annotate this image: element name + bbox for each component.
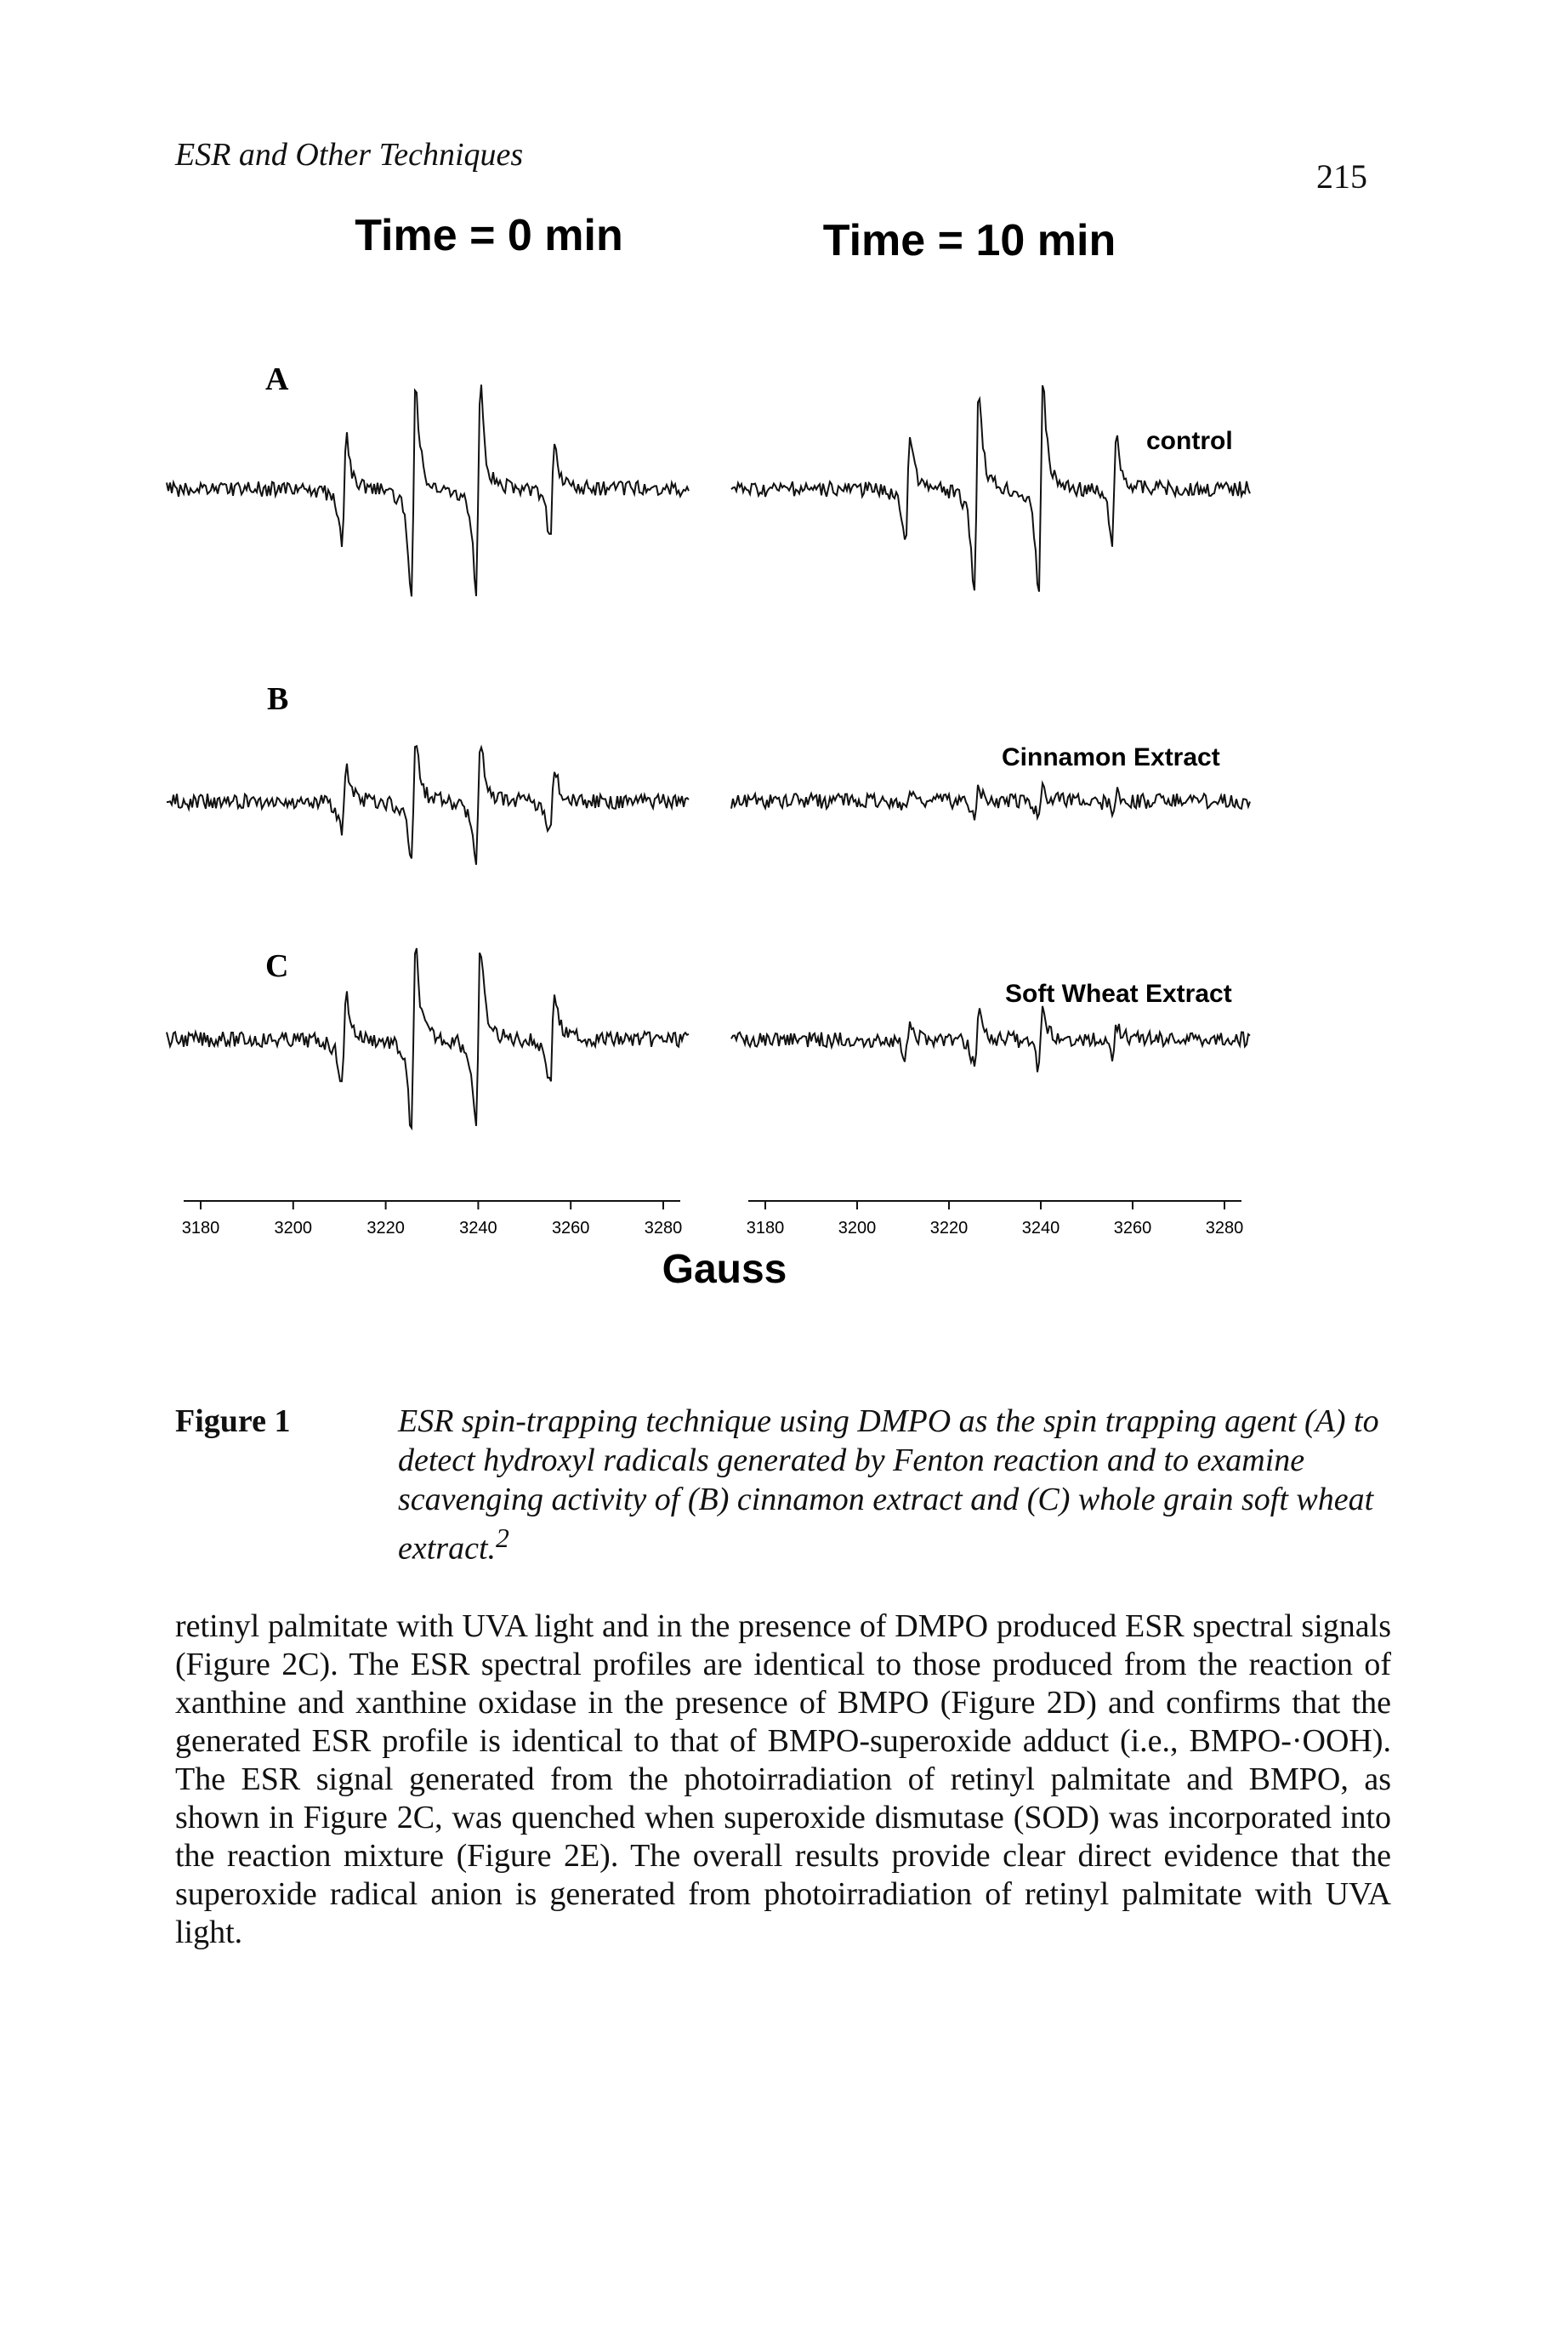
caption-label: Figure 1	[175, 1403, 291, 1439]
spectrum-traces	[166, 384, 1251, 1131]
x-tick-label-0-5: 3280	[645, 1219, 683, 1238]
running-head: ESR and Other Techniques	[175, 137, 524, 173]
x-axis-unit: Gauss	[662, 1247, 787, 1292]
spectrum-trace-t0-b	[166, 744, 690, 865]
x-tick-label-0-4: 3260	[552, 1219, 590, 1238]
spectrum-trace-t10-c	[730, 1005, 1251, 1073]
x-tick-label-1-2: 3220	[930, 1219, 969, 1238]
x-tick-label-1-0: 3180	[747, 1219, 785, 1238]
x-tick-label-0-3: 3240	[459, 1219, 497, 1238]
esr-figure: Time = 0 min Time = 10 min A B C control…	[166, 211, 1251, 1292]
spectrum-trace-t0-c	[166, 947, 690, 1131]
caption-text: ESR spin-trapping technique using DMPO a…	[398, 1402, 1393, 1568]
row-label-a: A	[265, 361, 289, 397]
row-label-c: C	[265, 948, 288, 984]
x-tick-label-1-1: 3200	[838, 1219, 877, 1238]
row-label-b: B	[267, 681, 288, 717]
column-title-1: Time = 10 min	[823, 216, 1116, 265]
trace-label-control: control	[1146, 427, 1233, 455]
trace-label-soft-wheat: Soft Wheat Extract	[1005, 980, 1232, 1008]
caption-body: ESR spin-trapping technique using DMPO a…	[398, 1403, 1379, 1567]
column-title-0: Time = 0 min	[355, 211, 623, 260]
page-number: 215	[1316, 157, 1367, 196]
spectrum-trace-t10-b	[730, 780, 1251, 822]
body-paragraph: retinyl palmitate with UVA light and in …	[175, 1608, 1391, 1950]
caption-reference: 2	[496, 1523, 509, 1553]
x-tick-label-0-1: 3200	[275, 1219, 313, 1238]
trace-label-cinnamon: Cinnamon Extract	[1002, 743, 1220, 771]
gauss-axes: 3180 3200 3220 3240 3260 3280 3180 3200 3220 3240…	[182, 1200, 1244, 1238]
x-tick-label-0-2: 3220	[366, 1219, 405, 1238]
x-tick-label-0-0: 3180	[182, 1219, 220, 1238]
spectrum-trace-t0-a	[166, 384, 690, 597]
x-tick-label-1-5: 3280	[1206, 1219, 1244, 1238]
x-tick-label-1-3: 3240	[1022, 1219, 1060, 1238]
x-tick-label-1-4: 3260	[1114, 1219, 1152, 1238]
spectrum-trace-t10-a	[730, 384, 1251, 592]
